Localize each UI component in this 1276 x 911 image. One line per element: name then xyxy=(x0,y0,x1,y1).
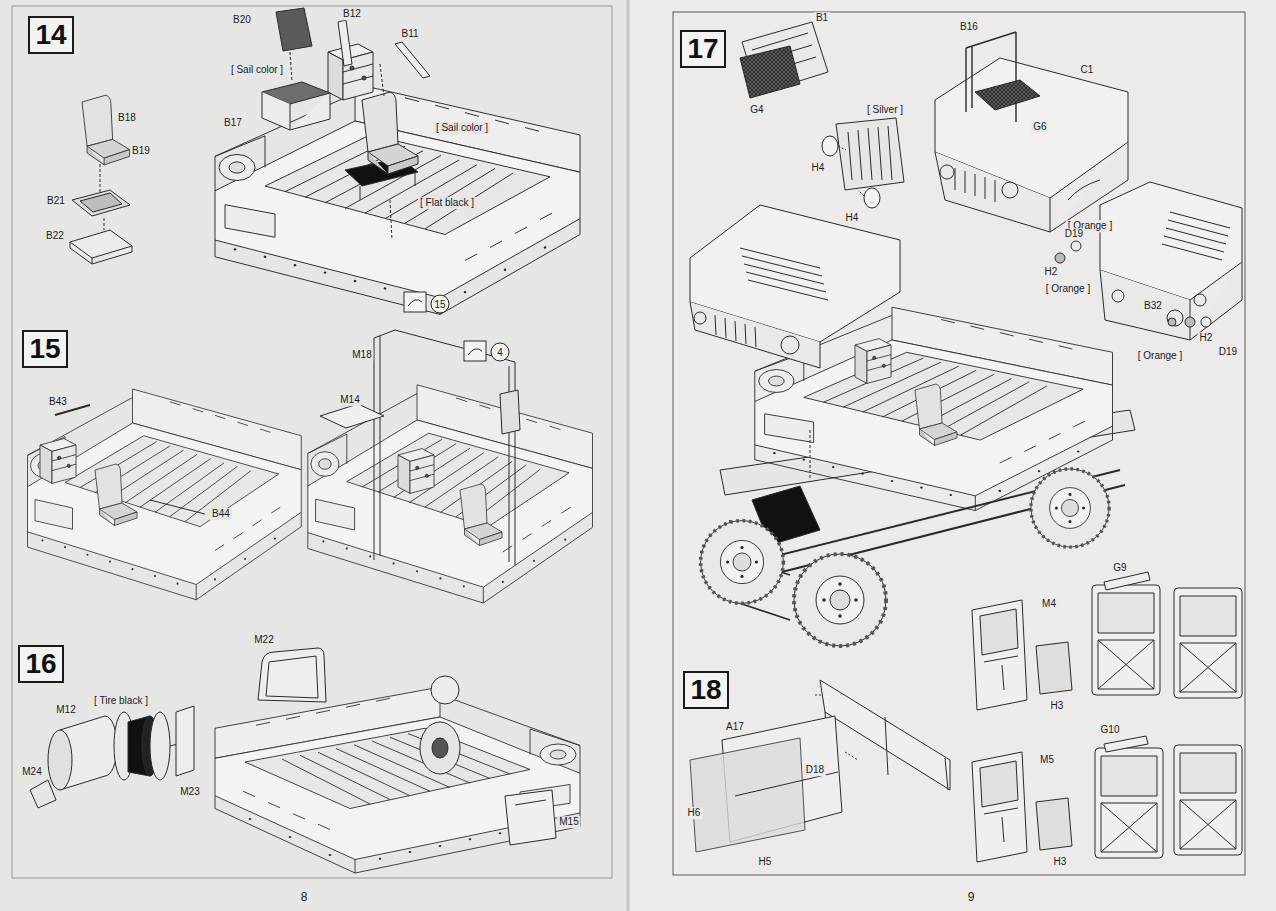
part-label: H5 xyxy=(757,856,774,868)
part-label: H2 xyxy=(1043,266,1060,278)
part-label: [ Silver ] xyxy=(865,104,905,116)
part-label: B1 xyxy=(814,12,830,24)
page-number: 8 xyxy=(299,891,310,905)
part-label: M22 xyxy=(252,634,275,646)
part-label: D19 xyxy=(1063,228,1085,240)
part-label: G10 xyxy=(1099,724,1122,736)
part-label: G6 xyxy=(1031,121,1048,133)
step-number-box: 17 xyxy=(680,30,726,68)
part-label: B18 xyxy=(116,112,138,124)
part-label: [ Tire black ] xyxy=(92,695,150,707)
part-label: A17 xyxy=(724,721,746,733)
callout-number: 15 xyxy=(431,295,450,314)
step-number: 18 xyxy=(690,676,721,704)
part-label: C1 xyxy=(1079,64,1096,76)
part-label: [ Orange ] xyxy=(1136,350,1184,362)
part-label: [ Sail color ] xyxy=(229,64,285,76)
callout-number: 4 xyxy=(491,343,510,362)
part-label: [ Flat black ] xyxy=(418,197,476,209)
part-label: B20 xyxy=(231,14,253,26)
part-label: M14 xyxy=(338,394,361,406)
part-label: [ Orange ] xyxy=(1044,283,1092,295)
part-label: B12 xyxy=(341,8,363,20)
part-label: B21 xyxy=(45,195,67,207)
step-number-box: 16 xyxy=(18,645,64,683)
part-label: H4 xyxy=(844,212,861,224)
part-label: M12 xyxy=(54,704,77,716)
part-label: H4 xyxy=(810,162,827,174)
part-label: B16 xyxy=(958,21,980,33)
part-label: M5 xyxy=(1038,754,1056,766)
part-label: H2 xyxy=(1198,332,1215,344)
part-label: H3 xyxy=(1052,856,1069,868)
part-label: M4 xyxy=(1040,598,1058,610)
part-label: B19 xyxy=(130,145,152,157)
part-label: G9 xyxy=(1111,562,1128,574)
step-number-box: 14 xyxy=(28,16,74,54)
part-label: B11 xyxy=(399,28,420,40)
part-label: [ Sail color ] xyxy=(434,122,490,134)
step-number-box: 18 xyxy=(683,671,729,709)
part-label: B32 xyxy=(1142,300,1164,312)
part-label: H6 xyxy=(686,807,703,819)
step-number: 17 xyxy=(687,35,718,63)
part-label: D19 xyxy=(1217,346,1239,358)
part-label: B44 xyxy=(210,508,232,520)
step-number-box: 15 xyxy=(22,330,68,368)
part-label: M23 xyxy=(178,786,201,798)
part-label: B22 xyxy=(44,230,66,242)
part-label: B17 xyxy=(222,117,244,129)
step-number: 15 xyxy=(29,335,60,363)
part-label: M24 xyxy=(20,766,43,778)
part-label: B43 xyxy=(47,396,69,408)
part-label: M15 xyxy=(557,816,580,828)
part-label: G4 xyxy=(748,104,765,116)
part-label: D18 xyxy=(804,764,826,776)
step-number: 16 xyxy=(25,650,56,678)
page-number: 9 xyxy=(966,891,977,905)
step-number: 14 xyxy=(35,21,66,49)
part-label: H3 xyxy=(1049,700,1066,712)
part-label: M18 xyxy=(350,349,373,361)
